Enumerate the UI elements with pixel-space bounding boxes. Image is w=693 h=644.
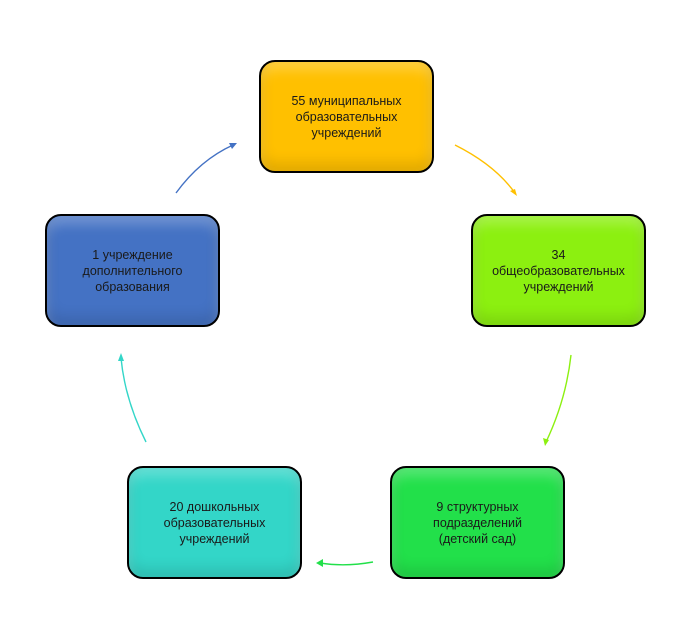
arrowhead-n1-to-n2 bbox=[510, 189, 517, 196]
arrowhead-n3-to-n4 bbox=[316, 559, 323, 567]
node-general-education-institutions: 34 общеобразовательных учреждений bbox=[471, 214, 646, 327]
node-preschool-institutions: 20 дошкольных образовательных учреждений bbox=[127, 466, 302, 579]
node-additional-education-label: 1 учреждение дополнительного образования bbox=[82, 247, 183, 294]
node-structural-divisions: 9 структурных подразделений (детский сад… bbox=[390, 466, 565, 579]
arrow-n1-to-n2 bbox=[454, 144, 516, 194]
arrow-n5-to-n1 bbox=[175, 144, 234, 194]
node-municipal-institutions: 55 муниципальных образовательных учрежде… bbox=[259, 60, 434, 173]
arrowhead-n5-to-n1 bbox=[229, 143, 237, 149]
arrowhead-n4-to-n5 bbox=[118, 353, 124, 361]
arrow-n2-to-n3 bbox=[545, 354, 572, 443]
node-additional-education: 1 учреждение дополнительного образования bbox=[45, 214, 220, 327]
arrow-n3-to-n4 bbox=[319, 561, 374, 566]
node-municipal-institutions-label: 55 муниципальных образовательных учрежде… bbox=[291, 93, 402, 140]
node-structural-divisions-label: 9 структурных подразделений (детский сад… bbox=[433, 499, 522, 546]
arrow-n4-to-n5 bbox=[120, 357, 147, 443]
node-general-education-institutions-label: 34 общеобразовательных учреждений bbox=[492, 247, 625, 294]
arrowhead-n2-to-n3 bbox=[543, 438, 549, 446]
node-preschool-institutions-label: 20 дошкольных образовательных учреждений bbox=[163, 499, 266, 546]
